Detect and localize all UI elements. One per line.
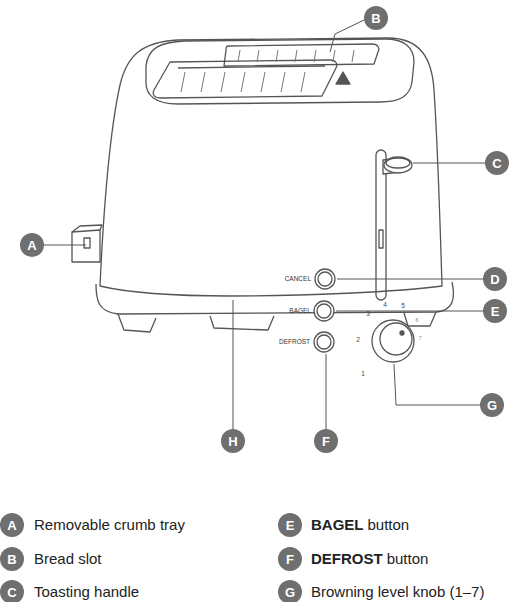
callout-letter: C [492,157,501,170]
callout-circle: E [483,299,507,323]
callout-circle: B [364,6,388,30]
callout-letter: E [491,305,500,318]
legend-text: Removable crumb tray [34,517,185,534]
legend-text: button [387,551,429,568]
callout-letter: B [371,12,380,25]
legend-text: DEFROST [311,551,383,568]
panel-marking: 3 [366,310,370,317]
callout-letter: B [7,553,16,566]
callout-circle: H [221,429,245,453]
panel-marking: 2 [356,336,360,343]
legend-text: Toasting handle [34,584,139,601]
callout-letter: H [228,435,237,448]
legend-text: BAGEL [311,517,364,534]
callout-letter: F [322,435,330,448]
panel-marking: 1 [361,370,365,377]
callout-circle: A [20,233,44,257]
callout-letter: F [286,553,294,566]
callout-letter: C [7,586,16,599]
callout-circle: B [0,547,24,571]
panel-marking: 6 [415,317,418,323]
callout-circle: A [0,513,24,537]
callout-circle: C [485,151,509,175]
panel-marking: 7 [418,335,421,341]
callout-circle: E [278,513,302,537]
legend-text: Bread slot [34,551,102,568]
panel-marking: DEFROST [279,338,310,345]
legend-text: button [368,517,410,534]
callout-letter: E [286,519,295,532]
panel-marking: 4 [383,301,387,308]
panel-marking: BAGEL [289,307,311,314]
callout-circle: C [0,580,24,602]
callout-circle: F [278,547,302,571]
callout-letter: G [487,399,497,412]
panel-marking: CANCEL [285,275,311,282]
callout-circle: G [278,580,302,602]
panel-marking: 5 [401,302,405,309]
legend-text: Browning level knob (1–7) [311,584,484,601]
callout-letter: G [285,586,295,599]
callout-circle: G [480,393,504,417]
callout-letter: D [490,273,499,286]
callout-letter: A [7,519,16,532]
callout-letter: A [27,239,36,252]
callout-circle: F [314,429,338,453]
callout-circle: D [483,267,507,291]
